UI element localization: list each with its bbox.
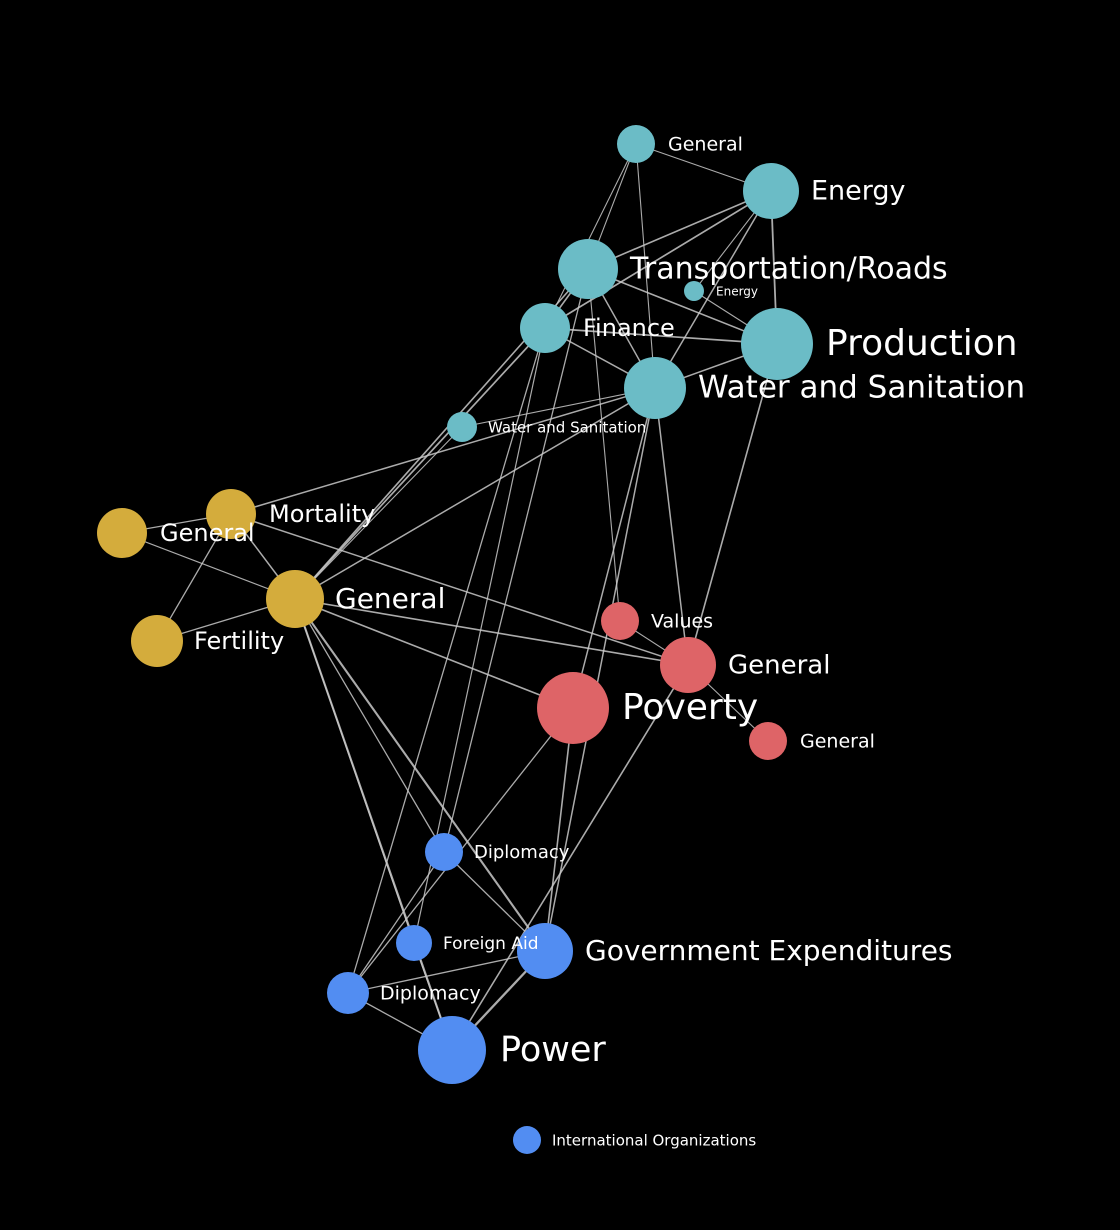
edge-layer <box>121 143 778 1052</box>
node-label-mortality: Mortality <box>269 500 375 528</box>
node-general-red[interactable] <box>660 637 716 693</box>
node-label-finance: Finance <box>583 314 675 342</box>
node-water-sanitation-small[interactable] <box>447 412 477 442</box>
edge-water-sanitation-large-to-mortality <box>230 387 656 515</box>
edge-finance-to-production <box>544 327 778 345</box>
node-label-water-sanitation-small: Water and Sanitation <box>488 419 646 437</box>
edge-transportation-roads-to-diplomacy-upper <box>443 268 589 853</box>
edge-general-teal-to-finance <box>544 143 637 329</box>
node-production[interactable] <box>741 308 813 380</box>
node-label-poverty: Poverty <box>622 687 758 728</box>
node-label-water-sanitation-large: Water and Sanitation <box>698 370 1025 406</box>
edge-finance-to-general-gold-center <box>294 327 546 600</box>
edge-water-sanitation-large-to-general-red <box>654 387 689 666</box>
node-diplomacy-upper[interactable] <box>425 833 463 871</box>
node-values[interactable] <box>601 602 639 640</box>
node-poverty[interactable] <box>537 672 609 744</box>
edge-general-teal-to-water-sanitation-large <box>635 143 656 389</box>
edge-water-sanitation-small-to-general-gold-center <box>294 426 463 600</box>
node-water-sanitation-large[interactable] <box>624 357 686 419</box>
edge-water-sanitation-large-to-poverty <box>572 387 656 709</box>
node-label-government-expenditures: Government Expenditures <box>585 934 953 967</box>
node-diplomacy-lower[interactable] <box>327 972 369 1014</box>
edge-finance-to-diplomacy-lower <box>347 327 546 994</box>
node-label-general-red-small: General <box>800 731 875 753</box>
node-label-international-organizations: International Organizations <box>552 1132 756 1150</box>
node-international-organizations[interactable] <box>513 1126 541 1154</box>
edge-energy-large-to-finance <box>544 190 772 329</box>
node-label-general-gold-center: General <box>335 582 445 615</box>
node-label-fertility: Fertility <box>194 627 284 655</box>
node-general-gold-center[interactable] <box>266 570 324 628</box>
node-label-production: Production <box>826 323 1018 364</box>
node-energy-large[interactable] <box>743 163 799 219</box>
node-foreign-aid[interactable] <box>396 925 432 961</box>
node-general-gold-left[interactable] <box>97 508 147 558</box>
edge-general-gold-center-to-general-red <box>294 598 689 666</box>
node-label-power: Power <box>500 1030 606 1070</box>
edge-government-expenditures-to-diplomacy-lower <box>347 950 546 994</box>
edge-energy-large-to-transportation-roads <box>587 190 772 270</box>
edge-general-gold-left-to-general-gold-center <box>121 532 296 600</box>
edge-water-sanitation-large-to-government-expenditures <box>544 387 656 952</box>
node-label-energy-small: Energy <box>716 285 758 299</box>
node-government-expenditures[interactable] <box>517 923 573 979</box>
node-label-general-red: General <box>728 651 830 681</box>
node-label-transportation-roads: Transportation/Roads <box>629 252 948 287</box>
node-label-values: Values <box>651 611 713 633</box>
node-general-teal[interactable] <box>617 125 655 163</box>
node-label-diplomacy-upper: Diplomacy <box>474 842 570 863</box>
node-transportation-roads[interactable] <box>558 239 618 299</box>
node-layer <box>97 125 813 1154</box>
node-label-diplomacy-lower: Diplomacy <box>380 983 481 1005</box>
edge-production-to-general-red <box>687 343 778 666</box>
edge-poverty-to-government-expenditures <box>544 707 574 952</box>
edge-water-sanitation-small-to-water-sanitation-large <box>461 387 656 428</box>
node-label-energy-large: Energy <box>811 176 906 207</box>
node-fertility[interactable] <box>131 615 183 667</box>
edge-energy-large-to-water-sanitation-large <box>654 190 772 389</box>
node-general-red-small[interactable] <box>749 722 787 760</box>
node-label-foreign-aid: Foreign Aid <box>443 934 538 954</box>
node-power[interactable] <box>418 1016 486 1084</box>
edge-general-gold-center-to-government-expenditures <box>293 597 547 953</box>
node-energy-small[interactable] <box>684 281 704 301</box>
label-layer: GeneralEnergyTransportation/RoadsEnergyF… <box>160 134 1025 1150</box>
node-label-general-teal: General <box>668 134 743 156</box>
edge-transportation-roads-to-values <box>587 268 621 622</box>
edge-diplomacy-upper-to-diplomacy-lower <box>347 851 445 994</box>
edge-water-sanitation-large-to-general-gold-center <box>294 387 656 600</box>
edge-general-gold-center-to-poverty <box>294 598 574 709</box>
node-mortality[interactable] <box>206 489 256 539</box>
node-finance[interactable] <box>520 303 570 353</box>
edge-general-gold-center-to-diplomacy-upper <box>294 598 445 853</box>
node-label-general-gold-left: General <box>160 519 255 547</box>
edge-mortality-to-general-red <box>230 513 689 666</box>
edge-general-red-to-power <box>451 664 689 1051</box>
